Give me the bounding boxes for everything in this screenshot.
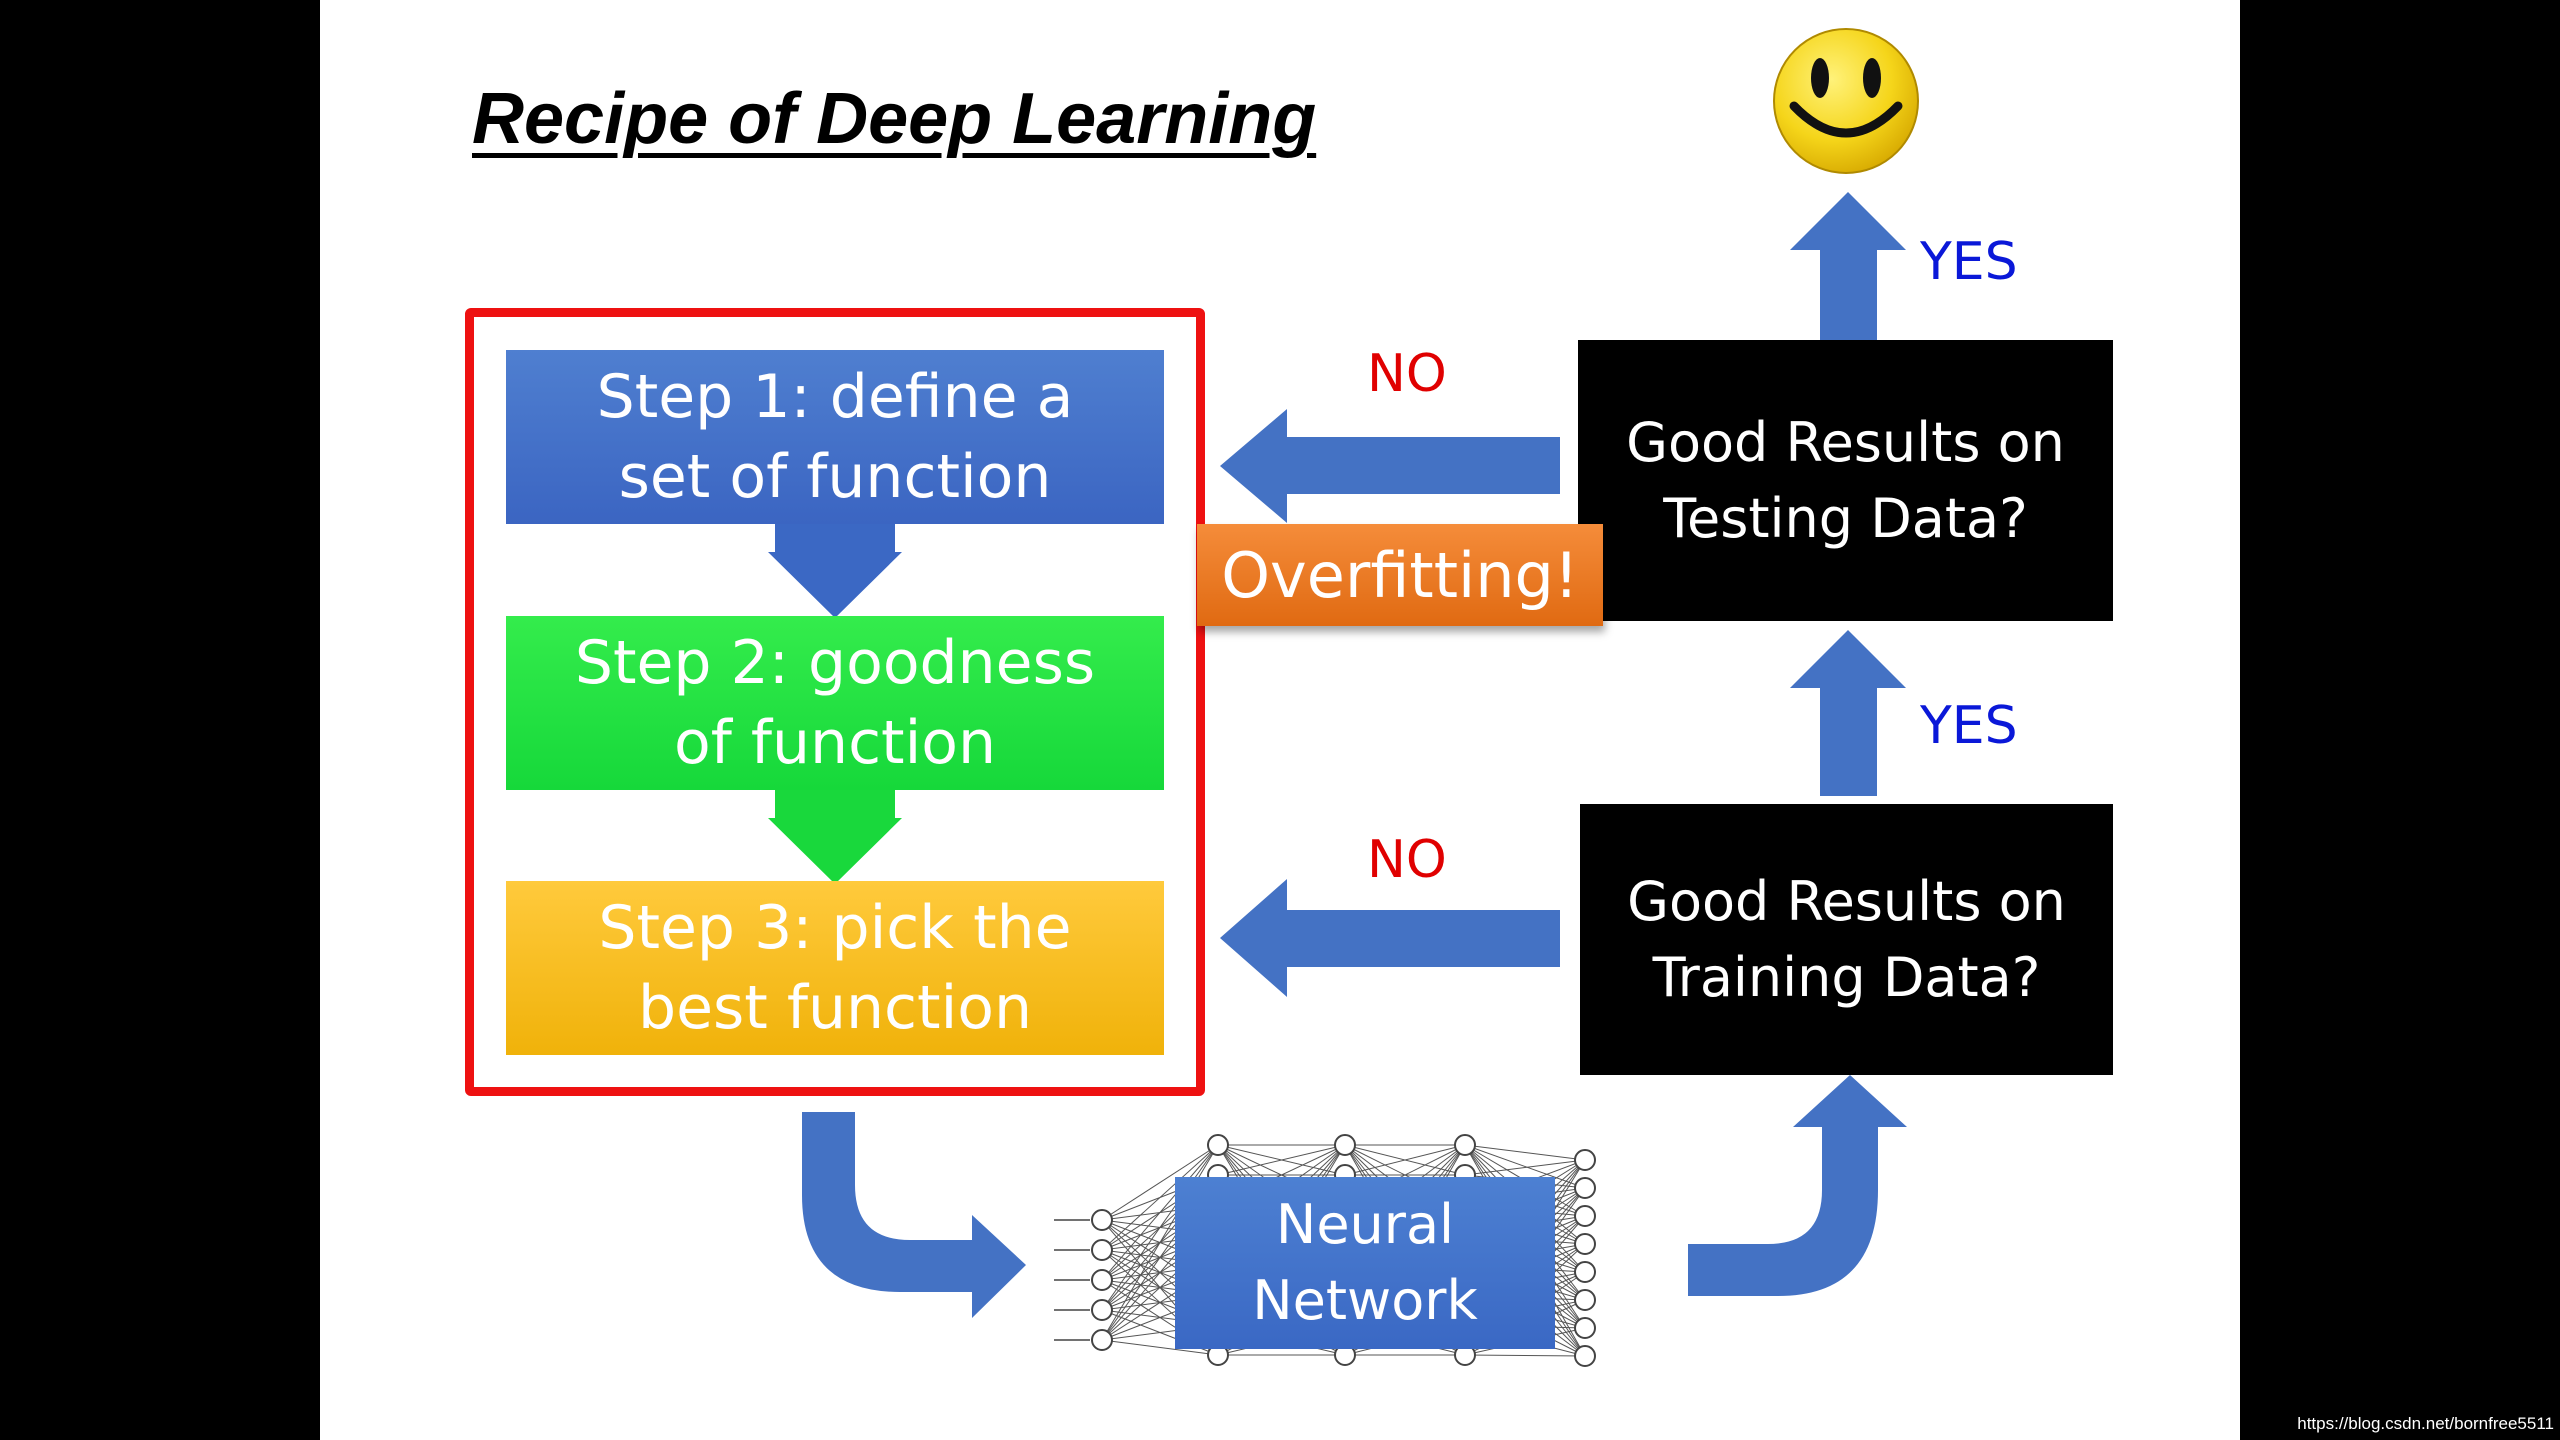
network-node <box>1091 1239 1113 1261</box>
network-node <box>1207 1134 1229 1156</box>
yes-testing-label: YES <box>1920 232 2018 292</box>
network-edge <box>1101 1144 1219 1221</box>
network-node <box>1574 1205 1596 1227</box>
network-edge <box>1101 1144 1219 1311</box>
network-node <box>1091 1269 1113 1291</box>
network-node <box>1574 1289 1596 1311</box>
step-1-line-1: Step 1: define a <box>596 362 1074 432</box>
testing-decision-line-2: Testing Data? <box>1663 486 2028 550</box>
network-edge <box>1101 1339 1219 1356</box>
yes-training-label: YES <box>1920 696 2018 756</box>
network-edge <box>1464 1354 1586 1357</box>
no-testing-arrow <box>1220 409 1560 523</box>
training-data-decision: Good Results on Training Data? <box>1580 804 2113 1075</box>
network-node <box>1574 1261 1596 1283</box>
step-2-line-1: Step 2: goodness <box>574 628 1096 698</box>
step2-to-step3-arrow <box>768 790 902 884</box>
network-edge <box>1464 1144 1586 1189</box>
network-node <box>1091 1209 1113 1231</box>
step-3-line-1: Step 3: pick the <box>598 893 1072 963</box>
testing-decision-line-1: Good Results on <box>1626 410 2065 474</box>
slide: Recipe of Deep Learning Step 1: define a… <box>320 0 2240 1440</box>
no-training-label: NO <box>1367 830 1447 890</box>
step-1-line-2: set of function <box>618 442 1052 512</box>
training-decision-line-1: Good Results on <box>1627 869 2066 933</box>
step1-to-step2-arrow <box>768 524 902 618</box>
testing-data-decision: Good Results on Testing Data? <box>1578 340 2113 621</box>
training-decision-line-2: Training Data? <box>1652 945 2041 1009</box>
network-node <box>1091 1329 1113 1351</box>
network-node <box>1574 1149 1596 1171</box>
network-node <box>1574 1345 1596 1367</box>
step-3-line-2: best function <box>638 973 1032 1043</box>
recipe-frame <box>465 308 1205 1096</box>
step-2-box: Step 2: goodness of function <box>506 616 1164 790</box>
no-testing-label: NO <box>1367 344 1447 404</box>
neural-network-box: Neural Network <box>1175 1177 1555 1349</box>
smiley-face-icon <box>1773 28 1919 174</box>
step-2-line-2: of function <box>673 708 996 778</box>
network-edge <box>1101 1144 1219 1281</box>
network-edge <box>1217 1144 1346 1176</box>
page-title: Recipe of Deep Learning <box>472 79 1317 159</box>
network-to-training-arrow <box>1688 1075 1907 1296</box>
network-node <box>1574 1177 1596 1199</box>
yes-testing-arrow <box>1790 192 1906 340</box>
network-edge <box>1464 1144 1586 1161</box>
network-node <box>1574 1317 1596 1339</box>
step-3-box: Step 3: pick the best function <box>506 881 1164 1055</box>
network-node <box>1574 1233 1596 1255</box>
neural-network-line-2: Network <box>1252 1269 1478 1332</box>
network-edge <box>1101 1144 1219 1251</box>
recipe-to-network-arrow <box>802 1112 1026 1318</box>
network-node <box>1334 1134 1356 1156</box>
network-node <box>1091 1299 1113 1321</box>
neural-network-line-1: Neural <box>1275 1193 1455 1256</box>
network-edge <box>1464 1159 1586 1176</box>
network-node <box>1454 1134 1476 1156</box>
overfitting-label: Overfitting! <box>1197 524 1603 626</box>
no-training-arrow <box>1220 879 1560 997</box>
watermark: https://blog.csdn.net/bornfree5511 <box>2297 1414 2554 1433</box>
step-1-box: Step 1: define a set of function <box>506 350 1164 524</box>
network-edge <box>1344 1144 1466 1176</box>
yes-training-arrow <box>1790 630 1906 796</box>
